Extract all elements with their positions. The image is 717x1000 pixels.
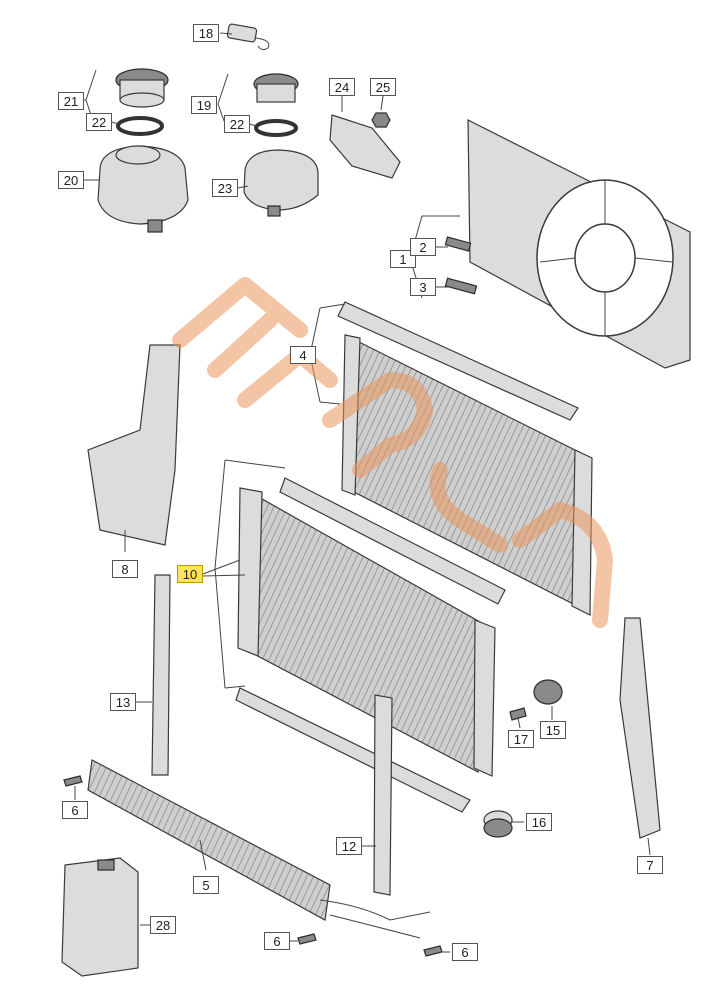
callout-c4: 4 xyxy=(290,346,316,364)
callout-c12: 12 xyxy=(336,837,362,855)
callout-c6a: 6 xyxy=(62,801,88,819)
callout-c15: 15 xyxy=(540,721,566,739)
callout-c22a: 22 xyxy=(86,113,112,131)
callout-c5: 5 xyxy=(193,876,219,894)
part-22-seal-ring xyxy=(116,116,164,136)
callout-c6b: 6 xyxy=(264,932,290,950)
callout-c2: 2 xyxy=(410,238,436,256)
part-4-seal-strip xyxy=(337,301,579,421)
callout-c1: 1 xyxy=(390,250,416,268)
part-1-fan-shroud xyxy=(467,119,691,369)
callout-c13: 13 xyxy=(110,693,136,711)
part-12-guide xyxy=(373,694,393,896)
callout-c18: 18 xyxy=(193,24,219,42)
part-19-cap xyxy=(253,73,299,103)
part-24-bracket xyxy=(329,114,401,179)
callout-c24: 24 xyxy=(329,78,355,96)
part-22-seal-ring-b xyxy=(254,119,298,137)
callout-c22b: 22 xyxy=(224,115,250,133)
part-8-air-guide xyxy=(87,344,181,546)
part-21-cap xyxy=(115,68,169,108)
callout-c19: 19 xyxy=(191,96,217,114)
callout-c23: 23 xyxy=(212,179,238,197)
part-20-expansion-tank xyxy=(97,145,189,233)
part-15-mount xyxy=(533,679,563,705)
part-25-nut xyxy=(371,112,391,128)
callout-c7: 7 xyxy=(637,856,663,874)
part-6-bolt-c xyxy=(423,945,443,957)
callout-c20: 20 xyxy=(58,171,84,189)
part-17-bolt xyxy=(509,707,527,721)
callout-c21: 21 xyxy=(58,92,84,110)
callout-c10: 10 xyxy=(177,565,203,583)
part-2-pad xyxy=(444,236,472,252)
part-7-guide xyxy=(619,617,661,839)
callout-c6c: 6 xyxy=(452,943,478,961)
part-10-radiator xyxy=(235,477,506,813)
leader-lines xyxy=(74,32,651,953)
part-16-grommet xyxy=(483,810,513,838)
part-23-expansion-tank xyxy=(243,149,319,217)
callout-c25: 25 xyxy=(370,78,396,96)
callout-c8: 8 xyxy=(112,560,138,578)
part-13-guide xyxy=(151,574,171,776)
part-3-pad xyxy=(444,277,478,295)
callout-c16: 16 xyxy=(526,813,552,831)
part-6-bolt-b xyxy=(297,933,317,945)
callout-c17: 17 xyxy=(508,730,534,748)
part-28-coolant-container xyxy=(61,857,139,977)
callout-c3: 3 xyxy=(410,278,436,296)
part-6-bolt-a xyxy=(63,775,83,787)
part-18-strap xyxy=(226,23,270,51)
callout-c28: 28 xyxy=(150,916,176,934)
part-5-auxiliary-radiator xyxy=(87,759,431,939)
